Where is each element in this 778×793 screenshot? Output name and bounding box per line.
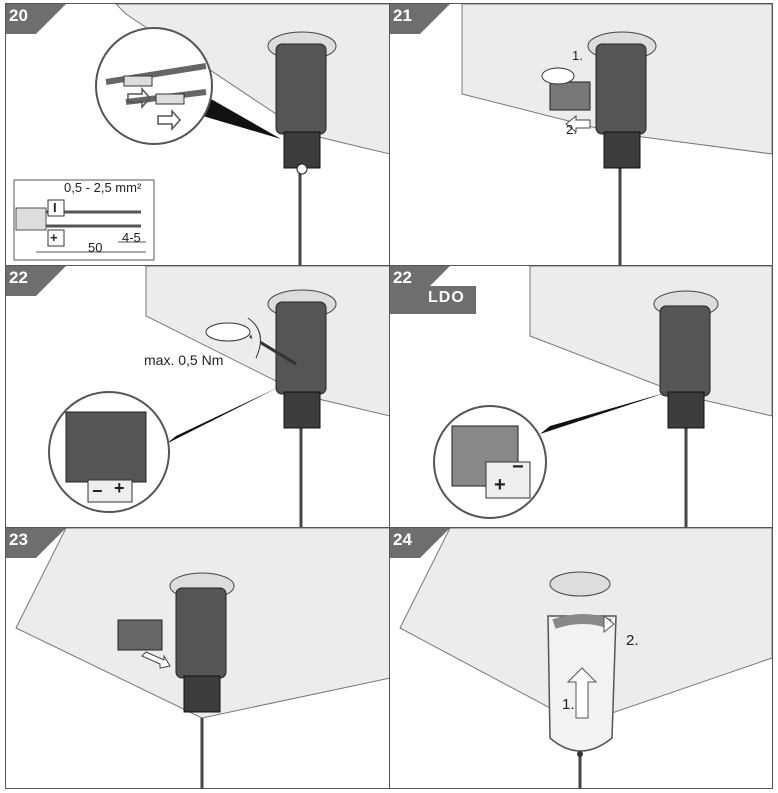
screwdriver-icon	[541, 67, 575, 85]
step-number: 22	[393, 268, 412, 287]
push-up-arrow	[566, 667, 598, 719]
lamp-base	[267, 31, 337, 175]
polarity-label	[87, 479, 133, 503]
step-24-panel: 24 1. 2.	[390, 528, 772, 788]
step-21-panel: 21 1. 2.	[390, 4, 772, 266]
minus-symbol: −	[512, 456, 524, 478]
zoom-circle	[95, 27, 213, 145]
step-label-2: 2.	[626, 632, 639, 649]
step-label-2: 2.	[566, 122, 577, 137]
step-number: 24	[393, 530, 412, 549]
minus-symbol: I	[53, 200, 57, 215]
wire-length: 50	[88, 240, 103, 255]
minus-symbol: −	[92, 481, 103, 501]
step-21-illustration	[461, 4, 772, 265]
step-23-panel: 23	[6, 528, 390, 788]
step-number-tab: 21	[390, 4, 450, 34]
wire-ferrules	[105, 63, 207, 105]
step-label-1: 1.	[572, 48, 583, 63]
instruction-grid: 20 0,5 - 2,5 mm² I + 50 4-5 21 1. 2.	[5, 3, 773, 789]
step-number: 22	[9, 268, 28, 287]
step-number-tab: 20	[6, 4, 66, 34]
torque-spec: max. 0,5 Nm	[144, 352, 224, 368]
wire-cross-section: 0,5 - 2,5 mm²	[64, 180, 142, 195]
step-22-ldo-illustration	[433, 266, 772, 527]
plus-symbol: +	[494, 474, 506, 496]
step-22-ldo-panel: 22 LDO − +	[390, 266, 772, 528]
strip-length: 4-5	[122, 230, 141, 245]
step-24-illustration	[399, 528, 772, 788]
push-arrows	[127, 87, 182, 131]
step-number: 23	[9, 530, 28, 549]
step-number-tab: 22	[6, 266, 66, 296]
step-number: 20	[9, 6, 28, 25]
step-number-tab: 22 LDO	[390, 266, 480, 316]
step-22-illustration	[48, 266, 389, 527]
polarity-label	[485, 461, 531, 499]
step-23-illustration	[15, 528, 389, 788]
terminal-cover	[117, 619, 163, 651]
step-number-tab: 24	[390, 528, 450, 558]
step-22-panel: 22 max. 0,5 Nm − +	[6, 266, 390, 528]
step-20-panel: 20 0,5 - 2,5 mm² I + 50 4-5	[6, 4, 390, 266]
step-label-1: 1.	[562, 696, 575, 713]
plus-symbol: +	[114, 478, 125, 498]
step-number: 21	[393, 6, 412, 25]
cover-part	[549, 81, 591, 111]
step-20-illustration	[13, 4, 389, 265]
ldo-tag: LDO	[428, 289, 465, 306]
step-number-tab: 23	[6, 528, 66, 558]
plus-symbol: +	[50, 230, 58, 245]
